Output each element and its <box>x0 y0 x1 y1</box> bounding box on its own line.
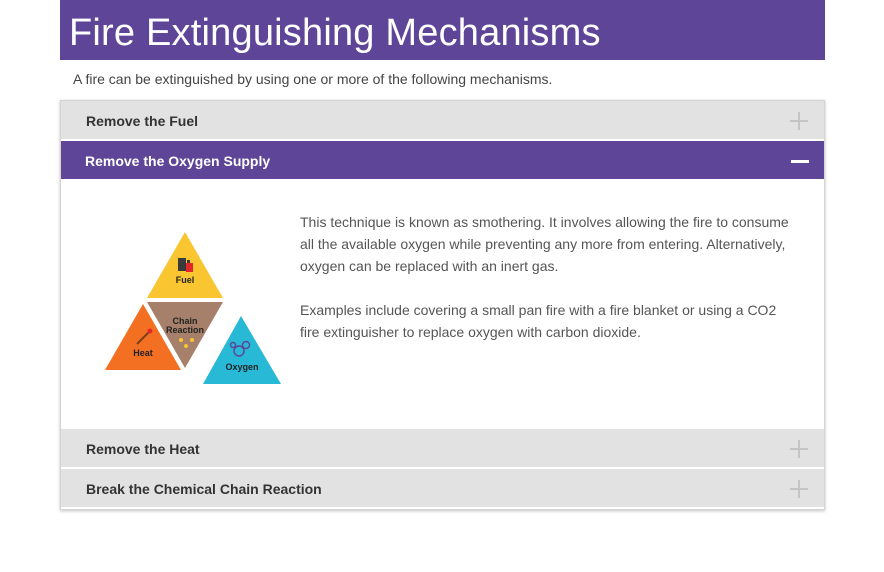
page-title: Fire Extinguishing Mechanisms <box>69 12 601 54</box>
accordion-header-remove-heat[interactable]: Remove the Heat <box>61 429 824 468</box>
chain-label: Chain <box>172 316 197 326</box>
accordion-header-break-chain[interactable]: Break the Chemical Chain Reaction <box>61 469 824 508</box>
intro-text: A fire can be extinguished by using one … <box>73 71 553 87</box>
title-bar: Fire Extinguishing Mechanisms <box>60 0 825 60</box>
plus-icon[interactable] <box>790 112 808 130</box>
fire-triangle-image: Fuel Chain Reaction Heat <box>105 232 285 388</box>
molecule-icon <box>179 338 194 348</box>
fire-triangle-svg: Fuel Chain Reaction Heat <box>105 232 281 384</box>
oxygen-segment <box>203 316 281 384</box>
panel-paragraph: Examples include covering a small pan fi… <box>300 302 777 340</box>
match-icon <box>136 328 153 345</box>
accordion-header-remove-fuel[interactable]: Remove the Fuel <box>61 101 824 140</box>
bubbles-icon <box>229 340 251 357</box>
chain-reaction-segment <box>147 302 223 368</box>
plus-icon[interactable] <box>790 480 808 498</box>
fuel-can-icon <box>178 258 193 272</box>
accordion-panel-remove-oxygen: Fuel Chain Reaction Heat <box>61 180 824 429</box>
heat-label: Heat <box>133 348 153 358</box>
minus-icon[interactable] <box>791 160 809 163</box>
accordion-header-remove-oxygen[interactable]: Remove the Oxygen Supply <box>61 141 824 180</box>
oxygen-label: Oxygen <box>225 362 258 372</box>
panel-text: This technique is known as smothering. I… <box>300 211 795 365</box>
reaction-label: Reaction <box>166 325 204 335</box>
accordion-label: Remove the Oxygen Supply <box>85 153 271 169</box>
accordion-label: Break the Chemical Chain Reaction <box>86 481 322 497</box>
fuel-label: Fuel <box>176 275 195 285</box>
accordion-label: Remove the Fuel <box>86 113 199 129</box>
mechanisms-accordion: Remove the Fuel Remove the Oxygen Supply <box>60 100 825 510</box>
accordion-label: Remove the Heat <box>86 441 200 457</box>
panel-paragraph: This technique is known as smothering. I… <box>300 214 789 274</box>
plus-icon[interactable] <box>790 440 808 458</box>
